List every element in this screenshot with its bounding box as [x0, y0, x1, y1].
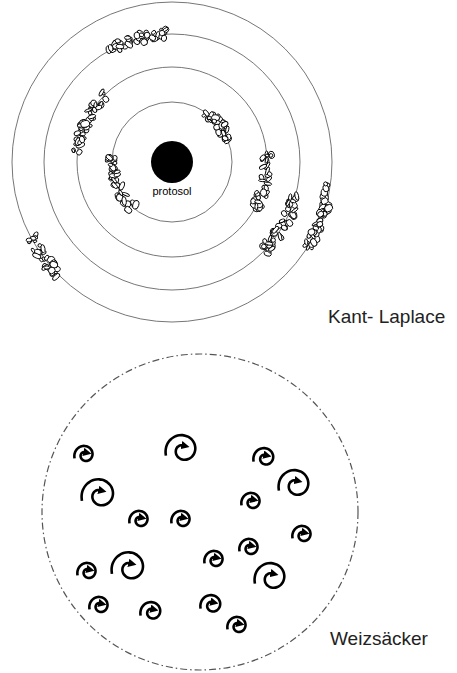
planetesimal	[75, 148, 83, 156]
planetesimal	[294, 191, 299, 200]
planetesimal	[268, 246, 276, 253]
planetesimal	[265, 241, 273, 245]
planetesimal	[111, 177, 118, 184]
planetesimal	[49, 260, 58, 268]
nebula-boundary	[42, 354, 358, 670]
planetesimal	[118, 190, 123, 196]
planetesimal	[125, 35, 132, 43]
planetesimal	[259, 179, 266, 182]
vortex	[112, 552, 143, 578]
planetesimal	[26, 238, 32, 242]
planetesimal	[260, 189, 267, 197]
planetesimal	[304, 239, 308, 246]
planetesimal	[51, 272, 60, 281]
planetesimal	[122, 197, 127, 206]
vortex	[140, 602, 160, 618]
planetesimal	[108, 163, 113, 167]
vortex	[82, 479, 113, 505]
orbit-ring	[77, 67, 267, 257]
vortex	[241, 493, 259, 508]
planetesimal	[280, 210, 288, 218]
planetesimal	[116, 44, 124, 49]
orbit-ring	[112, 102, 232, 222]
planetesimal	[123, 205, 133, 215]
planetesimal	[44, 266, 50, 269]
vortex	[292, 526, 310, 541]
planetesimal	[201, 113, 206, 118]
planetesimal	[92, 107, 98, 114]
protosol-disc	[150, 140, 194, 184]
model-name: Weizsäcker	[328, 628, 430, 650]
planetesimal	[108, 44, 114, 52]
planetesimal	[271, 238, 276, 243]
planetesimal-clumps	[26, 25, 334, 282]
orbit-ring	[44, 34, 300, 290]
planetesimal	[259, 154, 267, 162]
planetesimal	[291, 207, 299, 214]
vortices	[74, 435, 310, 632]
node-label: protosol	[148, 185, 196, 197]
planetesimal	[279, 218, 285, 223]
protosol-disc	[151, 141, 193, 183]
vortex	[171, 511, 189, 526]
planetesimal	[118, 181, 125, 191]
planetesimal	[316, 221, 323, 228]
planetesimal	[277, 232, 282, 241]
planetesimal	[255, 192, 261, 197]
planetesimal	[220, 121, 229, 129]
vortex	[166, 435, 196, 460]
planetesimal	[79, 136, 86, 144]
vortex	[204, 551, 222, 566]
vortex	[255, 563, 285, 588]
vortex	[129, 511, 147, 526]
planetesimal	[105, 154, 113, 162]
planetesimal	[224, 140, 230, 145]
vortex	[253, 448, 273, 464]
planetesimal	[114, 169, 121, 174]
planetesimal	[27, 238, 33, 244]
planetesimal	[71, 148, 75, 153]
planetesimal	[159, 30, 165, 36]
planetesimal	[132, 200, 140, 210]
planetesimal	[151, 30, 157, 36]
planetesimal	[72, 148, 76, 153]
planetesimal	[84, 108, 92, 113]
planetesimal	[115, 39, 120, 44]
planetesimal	[286, 199, 291, 206]
protosol-node: protosol	[148, 140, 196, 197]
vortex	[89, 597, 107, 612]
model-name: Kant- Laplace	[326, 306, 447, 328]
planetesimal	[264, 182, 272, 186]
planetesimal	[48, 258, 58, 268]
vortex	[279, 470, 309, 495]
vortex	[74, 446, 92, 461]
planetesimal	[309, 238, 318, 247]
planetesimal	[266, 171, 272, 177]
orbit-ring	[12, 2, 332, 322]
planetesimal	[255, 203, 258, 210]
planetesimal	[40, 244, 45, 253]
planetesimal	[39, 257, 44, 262]
planetesimal	[285, 200, 294, 209]
vortex	[227, 617, 245, 632]
planetesimal	[281, 224, 288, 231]
planetesimal	[269, 153, 273, 157]
vortex	[239, 539, 257, 554]
planetesimal	[254, 199, 262, 204]
planetesimal	[323, 181, 328, 186]
planetesimal	[124, 36, 130, 39]
planetesimal	[208, 111, 214, 118]
vortex	[200, 595, 220, 611]
planetesimal	[87, 114, 96, 120]
orbit-rings	[12, 2, 332, 322]
planetesimal	[44, 254, 50, 261]
planetesimal	[261, 244, 266, 249]
planetesimal	[139, 32, 145, 37]
planetesimal	[316, 210, 324, 218]
planetesimal	[211, 119, 217, 124]
planetesimal	[98, 88, 105, 96]
planetesimal	[80, 120, 90, 129]
vortex	[77, 563, 95, 578]
